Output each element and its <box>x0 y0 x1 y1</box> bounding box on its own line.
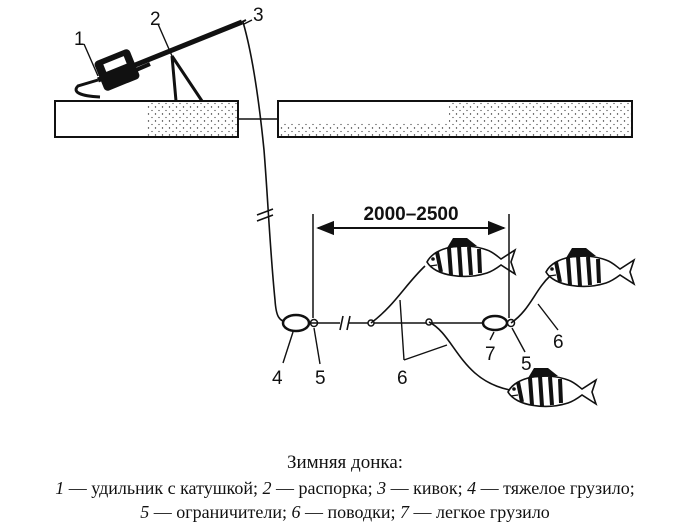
caption-title: Зимняя донка: <box>286 452 404 473</box>
label-3: 3 <box>253 5 264 26</box>
legend-number: 2 <box>262 478 272 498</box>
label-6-right: 6 <box>553 332 564 353</box>
label-leaders <box>83 19 559 365</box>
light-sinker <box>481 314 509 332</box>
legend-number: 5 <box>140 502 150 522</box>
heavy-sinker <box>281 313 311 333</box>
ice-fishing-rig-diagram: 2000–2500 1 2 3 4 5 6 7 5 6 <box>54 5 636 409</box>
legend-text: — поводки; <box>300 502 401 522</box>
label-5-left: 5 <box>315 368 326 389</box>
fish-right <box>544 246 636 289</box>
legend-number: 6 <box>291 502 301 522</box>
leader-upper <box>370 265 426 324</box>
legend-text: — ограничители; <box>149 502 292 522</box>
distance-dimension <box>312 214 510 318</box>
ice-layer <box>54 100 633 138</box>
distance-label: 2000–2500 <box>363 204 458 225</box>
line-break-mark-2 <box>339 315 351 331</box>
leader-right <box>510 275 551 324</box>
bottom-rig <box>281 265 551 391</box>
legend-text: — удильник с катушкой; <box>64 478 263 498</box>
label-5-right: 5 <box>521 354 532 375</box>
legend-number: 1 <box>55 478 65 498</box>
label-6-lower: 6 <box>397 368 408 389</box>
label-1: 1 <box>74 29 85 50</box>
rod-stand <box>170 55 204 102</box>
label-4: 4 <box>272 368 283 389</box>
caption-legend-line-1: 1 — удильник с катушкой; 2 — распорка; 3… <box>0 478 690 499</box>
legend-text: — распорка; <box>271 478 378 498</box>
legend-text: — кивок; <box>386 478 468 498</box>
legend-number: 7 <box>400 502 410 522</box>
main-line <box>242 21 291 324</box>
legend-text: — легкое грузило <box>409 502 550 522</box>
legend-text: — тяжелое грузило; <box>476 478 635 498</box>
fishing-rod <box>74 19 247 102</box>
legend-number: 4 <box>467 478 477 498</box>
line-break-mark <box>256 208 274 222</box>
legend-number: 3 <box>377 478 387 498</box>
label-2: 2 <box>150 9 161 30</box>
leader-lower <box>428 321 511 391</box>
label-7: 7 <box>485 344 496 365</box>
fish-upper <box>425 236 517 279</box>
caption-legend-line-2: 5 — ограничители; 6 — поводки; 7 — легко… <box>0 502 690 523</box>
reel <box>94 49 151 91</box>
